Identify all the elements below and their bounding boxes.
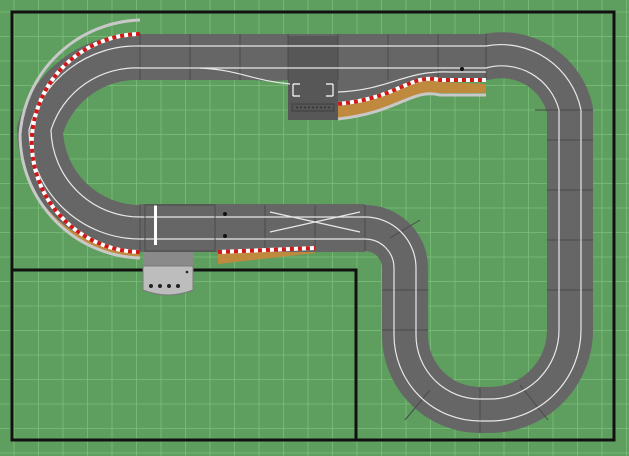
track-seam — [519, 384, 549, 421]
start-finish-line — [144, 204, 216, 252]
pit-building — [142, 252, 194, 296]
track-seam — [404, 389, 431, 421]
lane-line-inner — [50, 65, 560, 400]
crossover-lines — [269, 211, 361, 233]
track-segment-seams — [139, 34, 593, 433]
lane-lines — [28, 43, 582, 422]
track-seam — [389, 219, 421, 239]
marker-dot-2 — [223, 212, 227, 216]
start-straight — [140, 204, 365, 252]
marker-dot-3 — [223, 234, 227, 238]
kerb-pit-exit-red — [217, 246, 316, 254]
track-main-loop — [17, 32, 593, 433]
marker-dots — [223, 67, 464, 238]
marker-dot-1 — [460, 67, 464, 71]
pit-box-markers — [291, 83, 335, 112]
pit-building-vents — [149, 270, 189, 288]
kerb-right-chicane — [337, 76, 486, 106]
boundary-frame — [10, 10, 616, 442]
kerbs — [29, 32, 486, 254]
kerb-left-hairpin-red — [29, 32, 141, 254]
gravel-trap-right-chicane — [338, 80, 486, 118]
edge-curbs — [18, 18, 486, 260]
lane-line-outer — [28, 43, 582, 422]
chicane-lane-line — [199, 67, 486, 93]
track-surface — [17, 32, 593, 433]
